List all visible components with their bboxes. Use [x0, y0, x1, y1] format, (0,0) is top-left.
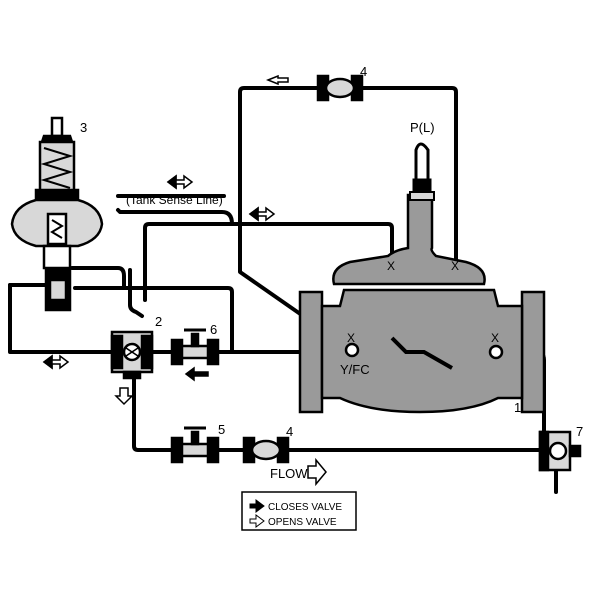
port-x-cover-left: X	[387, 259, 395, 273]
close-arrow-icon	[184, 366, 209, 382]
ball-valve	[170, 426, 220, 464]
main-valve	[298, 193, 546, 414]
labels: 3 4 4 2 6 5 1 7 P(L) Y/FC (Tank Sense Li…	[80, 64, 583, 481]
label-speed-control: 2	[155, 314, 162, 329]
flow-arrows	[42, 74, 327, 487]
open-arrow-icon	[265, 74, 289, 86]
label-needle-bottom: 4	[286, 424, 293, 439]
flow-control-valve	[170, 328, 220, 366]
open-arrow-icon	[249, 514, 265, 528]
label-flow-control: 6	[210, 322, 217, 337]
pressure-pilot	[10, 116, 104, 312]
label-main-valve: 1	[514, 400, 521, 415]
legend-closes: CLOSES VALVE	[268, 502, 342, 513]
close-arrow-icon	[249, 499, 265, 513]
label-tank-sense: (Tank Sense Line)	[126, 193, 223, 207]
flow-arrow-icon	[307, 457, 327, 487]
label-pilot: 3	[80, 120, 87, 135]
speed-control	[110, 330, 154, 380]
label-flow: FLOW	[270, 466, 308, 481]
port-x-inlet: X	[347, 331, 355, 345]
label-yfc: Y/FC	[340, 362, 370, 377]
strainer-valve	[538, 430, 582, 472]
position-indicator	[409, 142, 435, 201]
needle-valve-bottom	[242, 436, 290, 464]
legend: CLOSES VALVE OPENS VALVE	[241, 491, 357, 531]
open-arrow-icon	[114, 387, 134, 406]
piping	[8, 86, 558, 494]
legend-opens: OPENS VALVE	[268, 517, 337, 528]
label-needle-top: 4	[360, 64, 367, 79]
label-strainer: 7	[576, 424, 583, 439]
port-x-cover-right: X	[451, 259, 459, 273]
needle-valve-top	[316, 74, 364, 102]
port-x-outlet: X	[491, 331, 499, 345]
label-pl: P(L)	[410, 120, 435, 135]
label-ball-valve: 5	[218, 422, 225, 437]
